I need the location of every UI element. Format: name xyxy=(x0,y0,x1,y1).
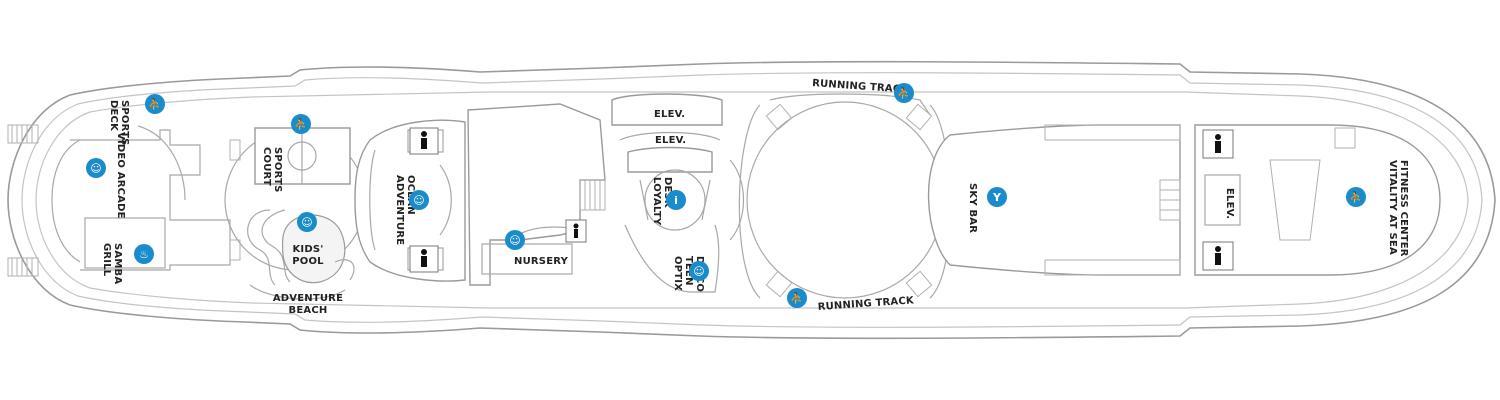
sky-bar-area xyxy=(927,124,1181,276)
running-track-area xyxy=(738,93,952,299)
nursery-icon[interactable]: ☺ xyxy=(505,230,525,250)
label-loyalty-desk[interactable]: LOYALTYDESK xyxy=(651,177,673,226)
label-video-arcade[interactable]: VIDEO ARCADE xyxy=(115,132,126,219)
kids-pool-area xyxy=(247,209,355,300)
running-icon[interactable]: ⛹ xyxy=(787,288,807,308)
dining-icon[interactable]: ♨ xyxy=(134,244,154,264)
svg-text:i: i xyxy=(674,194,678,207)
svg-text:⛹: ⛹ xyxy=(294,117,308,131)
svg-text:☺: ☺ xyxy=(413,194,424,207)
svg-text:☺: ☺ xyxy=(509,234,520,247)
label-nursery[interactable]: NURSERY xyxy=(514,256,569,267)
svg-text:☺: ☺ xyxy=(693,265,704,278)
label-sports-deck[interactable]: SPORTSDECK xyxy=(108,100,130,146)
kids-icon[interactable]: ☺ xyxy=(409,190,429,210)
label-elev-top[interactable]: ELEV. xyxy=(654,109,685,120)
kids-icon[interactable]: ☺ xyxy=(297,212,317,232)
label-sports-court[interactable]: SPORTSCOURT xyxy=(261,147,283,193)
svg-text:⛹: ⛹ xyxy=(790,291,804,305)
label-sky-bar[interactable]: SKY BAR xyxy=(967,183,978,233)
label-vitality[interactable]: VITALITY AT SEAFITNESS CENTER xyxy=(1387,160,1409,257)
elevator-lobby xyxy=(611,93,745,293)
cocktail-icon[interactable]: Y xyxy=(987,187,1007,207)
restroom-icon xyxy=(565,219,587,243)
teen-icon[interactable]: ☺ xyxy=(689,261,709,281)
svg-text:☺: ☺ xyxy=(90,162,101,175)
svg-text:☺: ☺ xyxy=(301,216,312,229)
restroom-icon xyxy=(409,245,439,273)
info-icon[interactable]: i xyxy=(666,190,686,210)
amenity-icons: ⛹ ☺ ♨ ⛹ ☺ ☺ ☺ i ☺ ⛹ ⛹ Y ⛹ xyxy=(86,83,1366,308)
arcade-icon[interactable]: ☺ xyxy=(86,158,106,178)
restroom-icons xyxy=(409,127,1234,273)
svg-text:⛹: ⛹ xyxy=(897,86,911,100)
svg-text:Y: Y xyxy=(992,191,1002,204)
svg-text:⛹: ⛹ xyxy=(1349,190,1363,204)
label-kids-pool[interactable]: KIDS'POOL xyxy=(292,244,324,267)
restroom-icon xyxy=(409,127,439,155)
restroom-icon xyxy=(1202,241,1234,271)
sports-icon[interactable]: ⛹ xyxy=(145,94,165,114)
fitness-icon[interactable]: ⛹ xyxy=(1346,187,1366,207)
sports-deck-area xyxy=(51,125,231,271)
basketball-icon[interactable]: ⛹ xyxy=(291,114,311,134)
svg-text:⛹: ⛹ xyxy=(148,97,162,111)
label-elev-right[interactable]: ELEV. xyxy=(1224,188,1235,219)
svg-text:♨: ♨ xyxy=(139,248,149,261)
running-icon[interactable]: ⛹ xyxy=(894,83,914,103)
fitness-center-area xyxy=(1194,124,1441,276)
label-samba-grill[interactable]: SAMBAGRILL xyxy=(101,243,123,284)
label-elev-mid[interactable]: ELEV. xyxy=(655,135,686,146)
restroom-icon xyxy=(1202,129,1234,159)
stern-stairs xyxy=(7,124,39,277)
